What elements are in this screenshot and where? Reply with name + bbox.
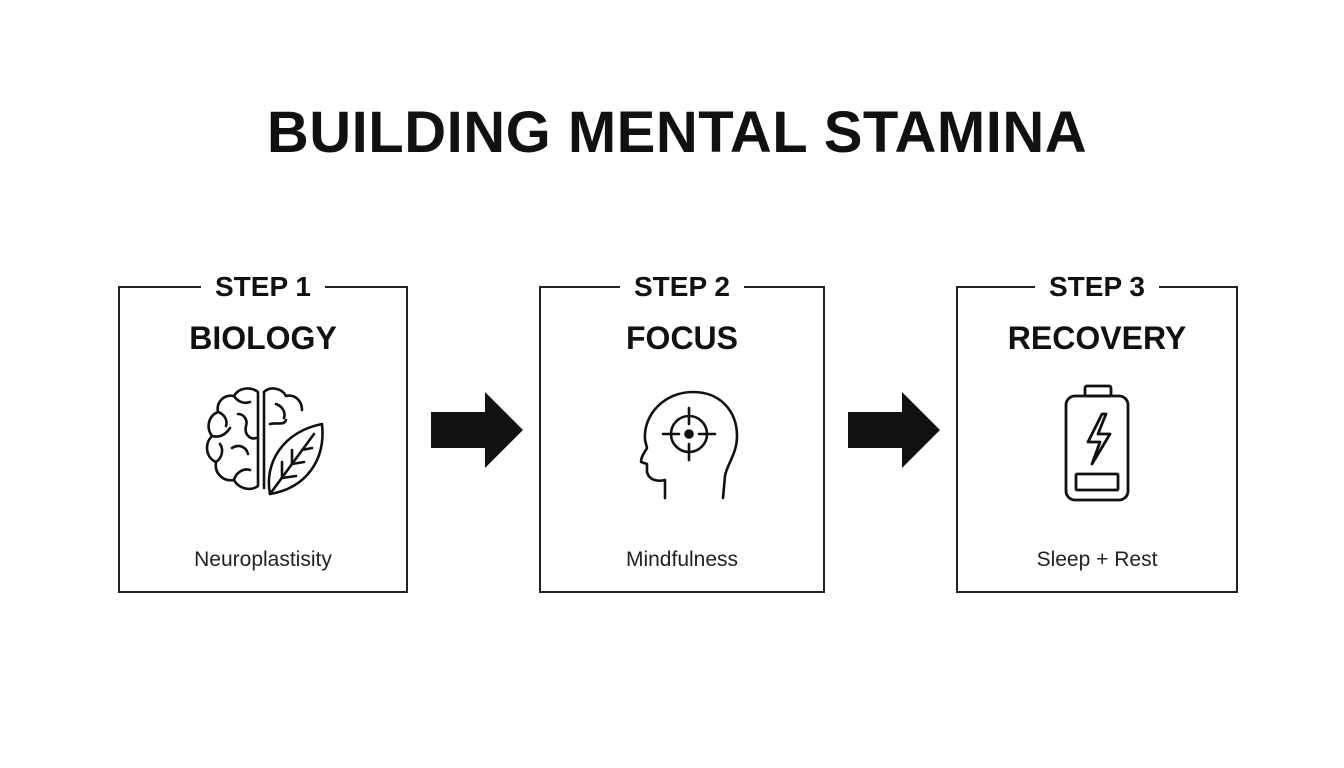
step-card-biology: STEP 1 BIOLOGY Neuroplastisity — [118, 270, 408, 593]
step-label: STEP 1 — [201, 270, 325, 304]
step-heading: FOCUS — [626, 320, 738, 356]
right-arrow-icon — [848, 392, 940, 468]
step-card-recovery: STEP 3 RECOVERY Sleep + Rest — [956, 270, 1238, 593]
battery-charge-icon — [1064, 384, 1130, 502]
page-title: BUILDING MENTAL STAMINA — [266, 100, 1088, 165]
step-label: STEP 2 — [620, 270, 744, 304]
step-heading: RECOVERY — [1007, 320, 1187, 356]
step-subtitle: Mindfulness — [625, 548, 739, 571]
step-subtitle: Neuroplastisity — [194, 548, 332, 571]
head-target-icon — [639, 390, 739, 500]
step-card-focus: STEP 2 FOCUS Mindfulness — [539, 270, 825, 593]
right-arrow-icon — [431, 392, 523, 468]
step-label: STEP 3 — [1035, 270, 1159, 304]
step-heading: BIOLOGY — [189, 320, 337, 356]
brain-leaf-icon — [205, 387, 324, 496]
step-subtitle: Sleep + Rest — [1036, 548, 1158, 571]
